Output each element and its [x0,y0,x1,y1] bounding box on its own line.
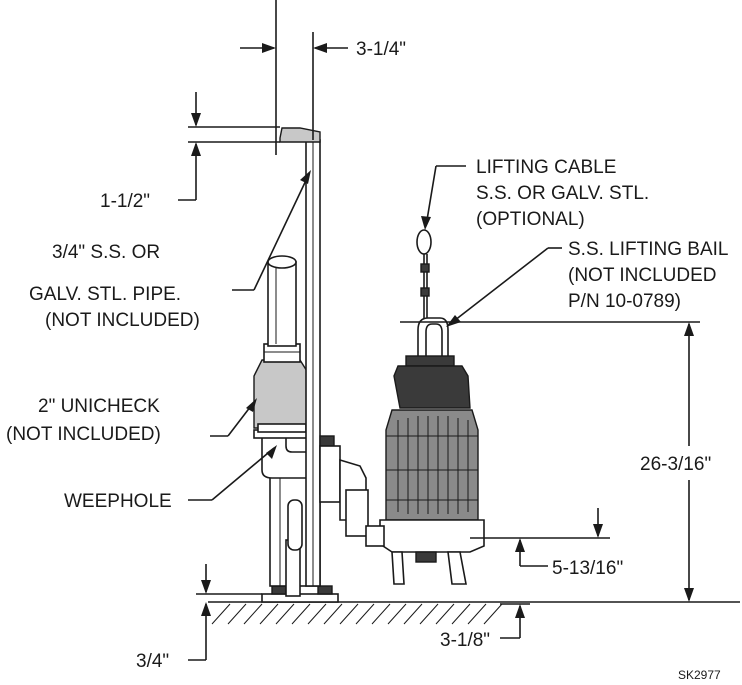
dimension-floor-label: 3-1/8" [440,630,490,651]
dimension-rail-offset-label: 3-1/4" [356,39,406,60]
callout-weephole-label: WEEPHOLE [64,491,172,512]
drawing-code: SK2977 [678,668,721,682]
dimension-discharge: 5-13/16" [470,508,623,579]
dimension-overall-height: 26-3/16" [466,321,711,602]
dimension-base-label: 3/4" [136,651,169,672]
guide-rail-pipe [305,139,321,587]
pump [365,317,485,585]
callout-lifting-cable-line2: S.S. OR GALV. STL. [476,183,649,204]
dimension-discharge-label: 5-13/16" [552,558,623,579]
floor-hatching [211,603,503,625]
dimension-bracket: 1-1/2" [100,92,280,212]
dimension-rail-offset: 3-1/4" [240,0,406,155]
callout-lifting-bail-line3: P/N 10-0789) [568,291,681,312]
rail-adapter [319,435,369,537]
discharge-pipe [267,255,297,347]
callout-lifting-bail: S.S. LIFTING BAIL (NOT INCLUDED P/N 10-0… [446,239,729,327]
dimension-base: 3/4" [136,564,262,672]
callout-lifting-bail-line2: (NOT INCLUDED [568,265,717,286]
dimension-bracket-label: 1-1/2" [100,191,150,212]
callout-lifting-cable-line3: (OPTIONAL) [476,209,585,230]
callout-unicheck-line1: 2" UNICHECK [38,396,160,417]
motor-fins [397,416,469,514]
dimension-overall-height-label: 26-3/16" [640,454,711,475]
callout-guide-pipe-line3: (NOT INCLUDED) [45,310,200,331]
dimension-floor: 3-1/8" [440,603,530,651]
motor-bands [386,435,478,501]
callout-unicheck: 2" UNICHECK (NOT INCLUDED) [6,396,257,445]
callout-unicheck-line2: (NOT INCLUDED) [6,424,161,445]
callout-guide-pipe: 3/4" S.S. OR GALV. STL. PIPE. (NOT INCLU… [29,170,311,331]
lifting-cable [416,229,432,318]
callout-lifting-cable-line1: LIFTING CABLE [476,157,616,178]
callout-weephole: WEEPHOLE [64,445,277,512]
unicheck-valve [253,343,311,433]
callout-lifting-bail-line1: S.S. LIFTING BAIL [568,239,729,260]
callout-guide-pipe-line2: GALV. STL. PIPE. [29,284,181,305]
callout-lifting-cable: LIFTING CABLE S.S. OR GALV. STL. (OPTION… [421,157,649,230]
upper-guide-bracket [279,127,321,143]
callout-guide-pipe-line1: 3/4" S.S. OR [52,242,160,263]
floor [208,601,740,625]
